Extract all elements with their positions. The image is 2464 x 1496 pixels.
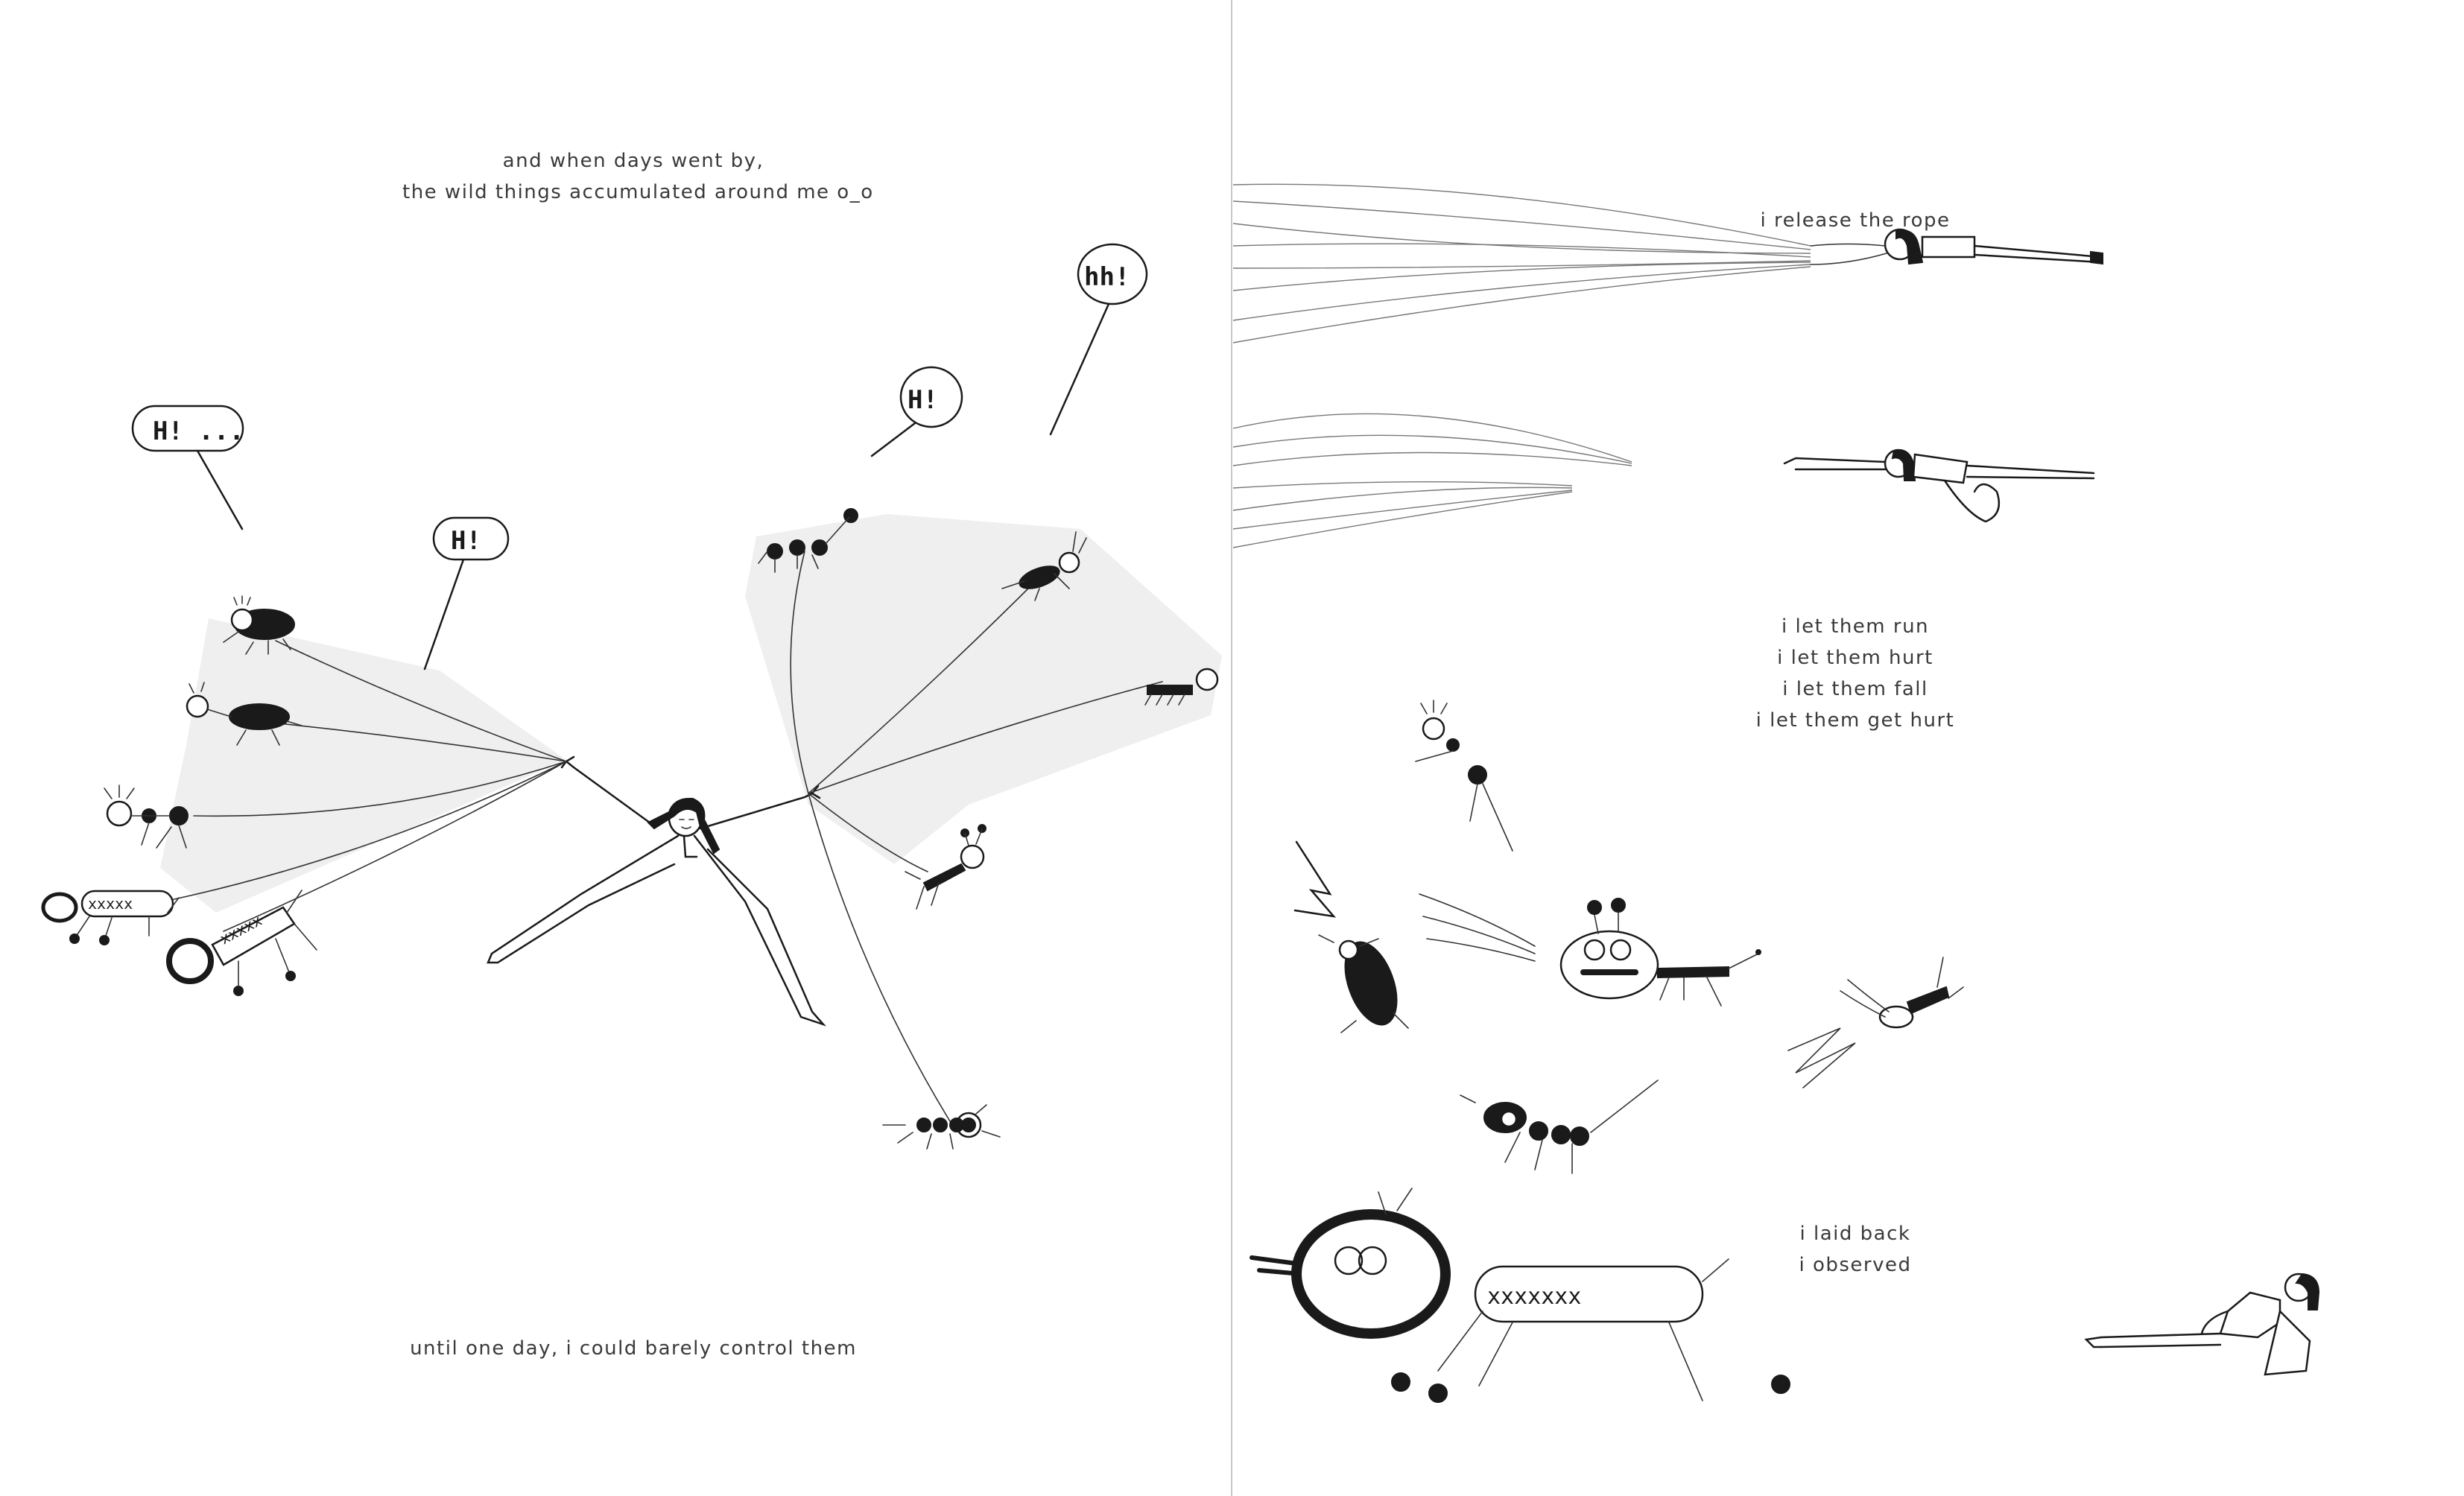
caption-line: and when days went by, — [502, 150, 764, 172]
caption-laid-back: i laid back i observed — [1699, 1218, 2012, 1281]
caption-line: i let them run — [1781, 615, 1930, 638]
caption-release-rope: i release the rope — [1699, 205, 2012, 236]
caption-line: until one day, i could barely control th… — [410, 1337, 857, 1360]
caption-line: i let them hurt — [1777, 647, 1933, 669]
caption-let-them: i let them run i let them hurt i let the… — [1699, 611, 2012, 736]
page-gutter — [1231, 0, 1232, 1496]
caption-barely-control: until one day, i could barely control th… — [402, 1333, 864, 1364]
caption-line: i let them get hurt — [1755, 709, 1955, 732]
left-page — [0, 0, 1231, 1496]
caption-line: i release the rope — [1760, 209, 1951, 232]
caption-line: i let them fall — [1782, 678, 1928, 700]
caption-line: the wild things accumulated around me o_… — [402, 181, 874, 203]
caption-line: i laid back — [1799, 1223, 1911, 1245]
caption-line: i observed — [1799, 1254, 1912, 1276]
caption-days-went-by: and when days went by, the wild things a… — [402, 145, 874, 208]
